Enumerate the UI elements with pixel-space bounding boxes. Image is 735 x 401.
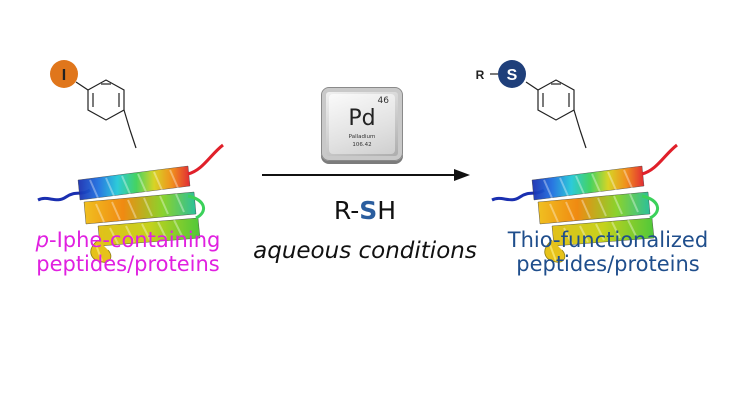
- substrate-label-prefix: p: [35, 228, 49, 252]
- product-label-line2: peptides/proteins: [516, 252, 700, 277]
- reaction-arrow: [262, 169, 470, 181]
- svg-text:I: I: [62, 67, 66, 84]
- conditions-label: aqueous conditions: [253, 238, 477, 264]
- substrate-label-line1: -Iphe-containing: [49, 228, 221, 252]
- atomic-number: 46: [377, 96, 389, 106]
- reagent-sulfur: S: [359, 196, 378, 225]
- reagent-suffix: H: [377, 196, 397, 225]
- palladium-tile-face: 46 Pd Palladium 106.42: [329, 94, 395, 154]
- r-group-label: R: [476, 68, 485, 82]
- reagent-label: R-SH: [258, 196, 472, 225]
- sulfur-atom: S: [498, 60, 526, 88]
- right-phenyl-ring: [490, 73, 587, 149]
- substrate-label-line2: peptides/proteins: [36, 252, 220, 277]
- element-name: Palladium: [348, 134, 376, 140]
- palladium-catalyst-tile: 46 Pd Palladium 106.42: [321, 87, 403, 161]
- reagent-prefix: R-: [333, 196, 360, 225]
- product-label: Thio-functionalized peptides/proteins: [488, 228, 728, 276]
- element-symbol: Pd: [348, 106, 376, 131]
- left-phenyl-ring: [75, 79, 137, 149]
- atomic-mass: 106.42: [352, 142, 372, 148]
- substrate-label: p-Iphe-containing peptides/proteins: [8, 228, 248, 276]
- product-label-line1: Thio-functionalized: [507, 228, 709, 252]
- iodine-atom: I: [50, 60, 78, 88]
- svg-text:S: S: [507, 67, 518, 84]
